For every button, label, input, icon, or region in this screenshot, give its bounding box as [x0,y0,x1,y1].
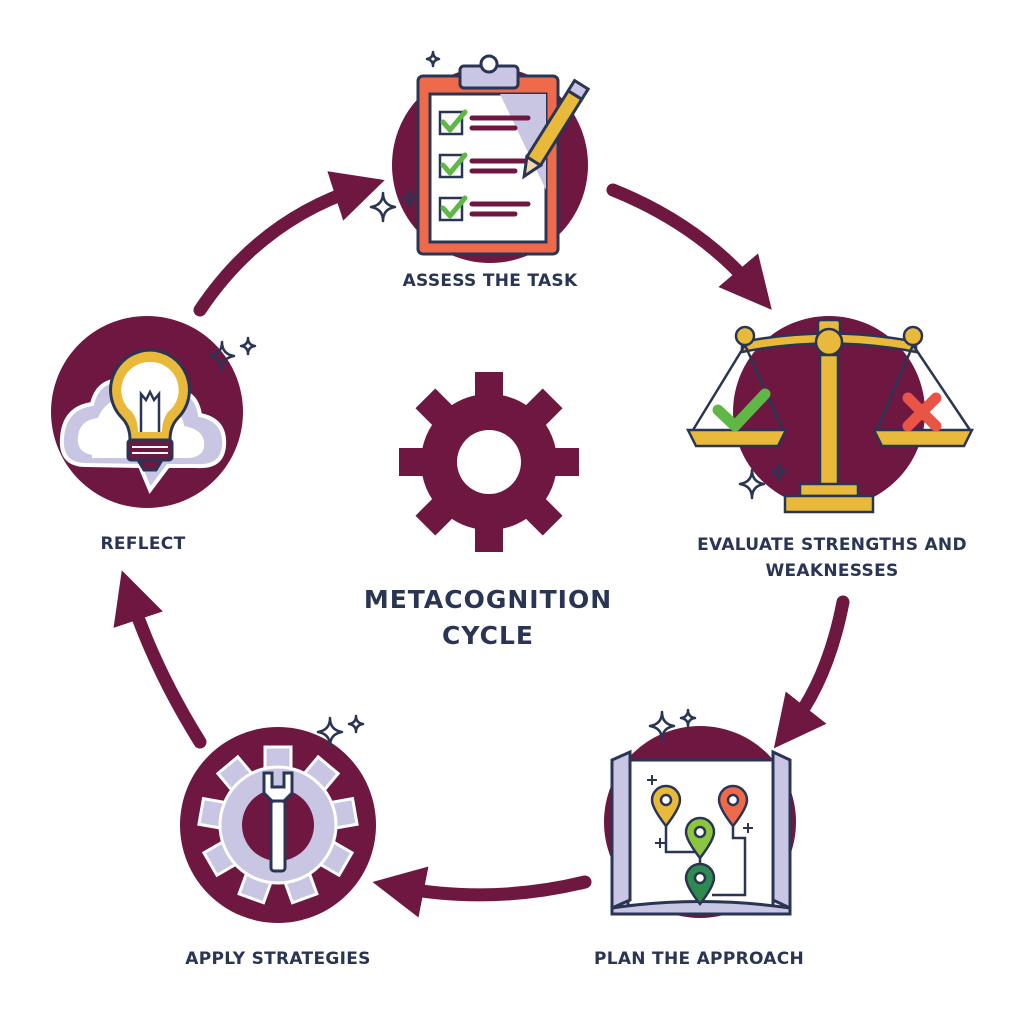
step-label-plan: PLAN THE APPROACH [593,949,805,969]
arrow-plan-to-apply [372,866,592,918]
evaluate-icon-group [685,316,975,514]
center-title: METACOGNITION CYCLE [312,582,664,654]
gear-wrench-icon [197,745,359,905]
balance-scale-icon [685,318,975,514]
wrench-icon [262,771,294,873]
clipboard-checklist-icon [416,54,591,256]
cycle-arrows [113,171,850,918]
arrow-reflect-to-assess [193,171,385,317]
plan-the-approach-icon-group [604,708,796,918]
center-title-line1: METACOGNITION [363,585,613,614]
x-mark-icon [902,392,942,432]
apply-strategies-icon-group [180,714,376,923]
lightbulb-icon [109,348,191,472]
check-mark-icon [712,388,771,432]
reflect-icon-group [51,316,257,508]
arrow-apply-to-reflect [113,570,207,749]
center-gear-icon [399,372,579,552]
step-label-evaluate-line1: EVALUATE STRENGTHS AND [697,535,967,555]
step-label-evaluate: EVALUATE STRENGTHS AND WEAKNESSES [676,532,988,584]
map-pin-red-icon [717,784,749,829]
step-label-assess: ASSESS THE TASK [402,271,578,291]
pencil-icon [522,78,591,180]
arrow-assess-to-evaluate [606,183,772,310]
map-pin-green-icon [684,816,716,861]
step-label-apply: APPLY STRATEGIES [185,949,371,969]
step-label-reflect: REFLECT [100,534,186,554]
step-label-evaluate-line2: WEAKNESSES [765,561,899,581]
map-pin-yellow-icon [650,784,682,829]
assess-the-task-icon-group [369,50,591,263]
map-pin-darkgreen-icon [684,862,716,907]
arrow-evaluate-to-plan [773,595,850,749]
center-title-line2: CYCLE [442,621,534,650]
